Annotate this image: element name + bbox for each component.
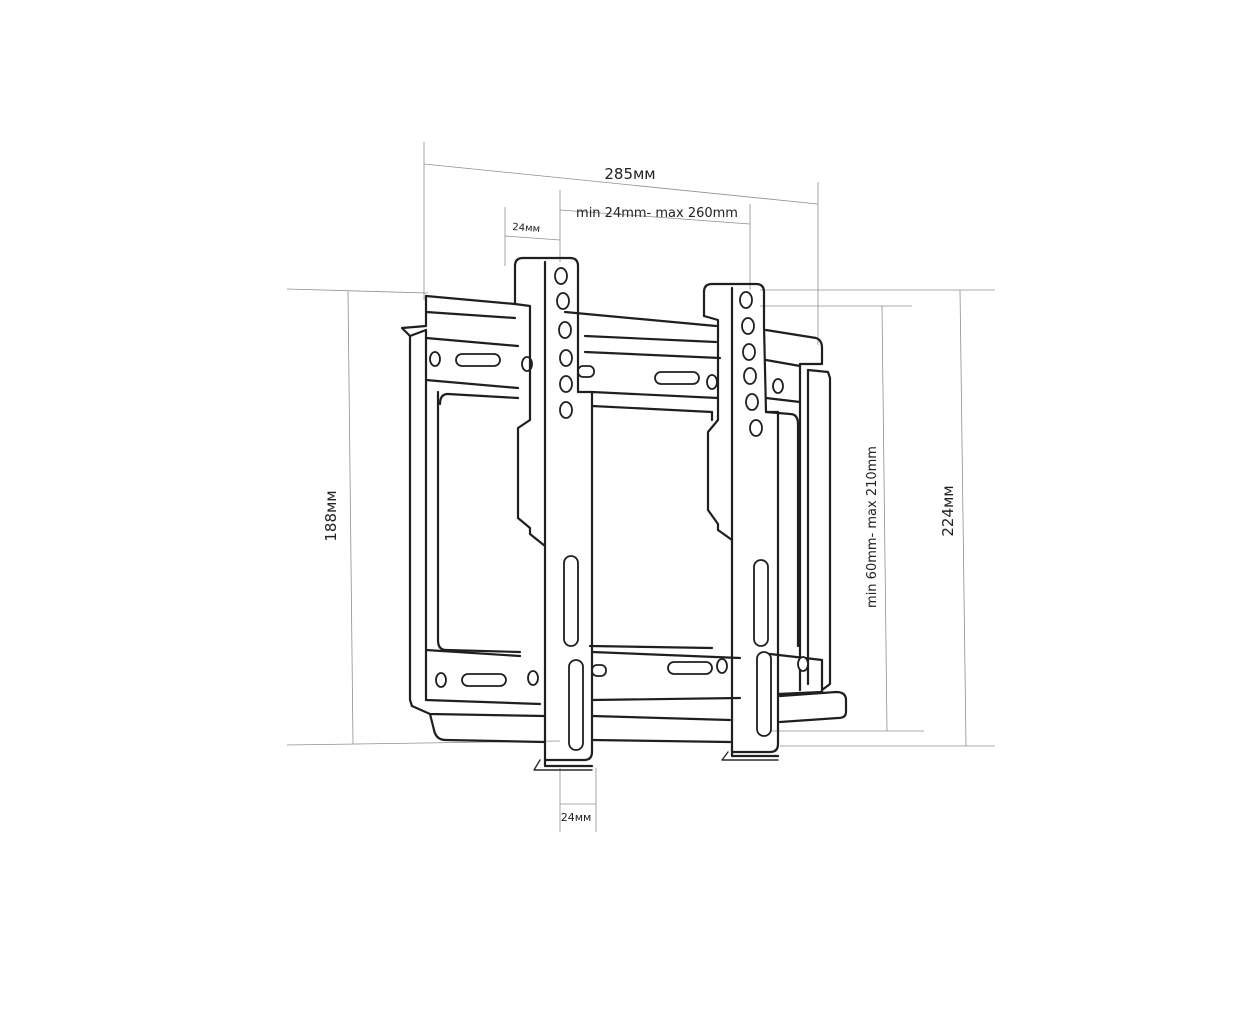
right-vertical-arm [702,282,780,761]
right-arm-holes [739,291,772,737]
wall-plate-holes [429,351,809,688]
wall-plate [400,294,848,744]
arm-width-bottom-label: 24мм [561,811,592,824]
total-width-label: 285мм [604,165,655,183]
arm-width-top-label: 24мм [512,222,541,235]
arm-height-label: 224мм [939,485,957,536]
dimension-lines [286,142,995,832]
left-vertical-arm [513,256,594,771]
frame-height-label: 188мм [322,490,340,541]
arm-spacing-range-label: min 24mm- max 260mm [576,206,738,221]
vesa-vertical-range-label: min 60mm- max 210mm [865,446,880,608]
left-arm-holes [554,267,584,751]
